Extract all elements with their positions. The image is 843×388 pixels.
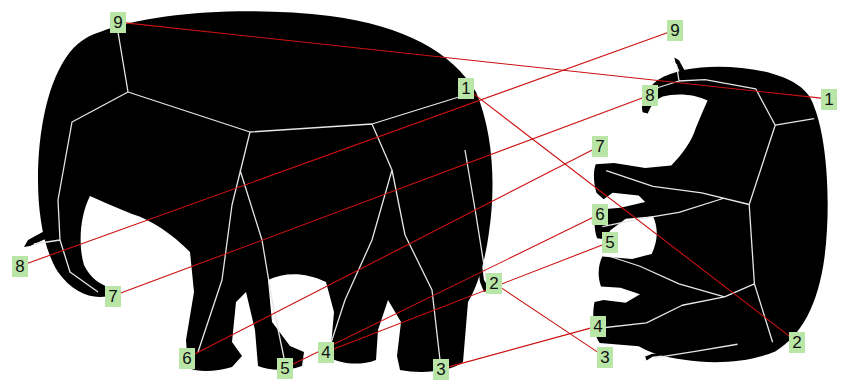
callout-number: 2 [792,333,801,352]
callout-number: 5 [605,233,614,252]
callout-number: 5 [280,359,289,378]
match-line [334,245,603,349]
callout-number: 4 [321,343,330,362]
left-elephant [24,11,493,372]
number-tag: 2 [789,332,804,353]
callout-number: 1 [824,90,833,109]
callout-number: 7 [108,287,117,306]
match-line [293,218,593,364]
number-tag: 6 [592,204,607,225]
callout-number: 1 [461,79,470,98]
number-tag: 8 [642,85,657,106]
match-line [121,98,643,293]
match-line [449,328,591,367]
callout-number: 9 [113,13,122,32]
callout-number: 8 [15,257,24,276]
callout-number: 3 [600,348,609,367]
callout-number: 9 [670,21,679,40]
number-tag: 6 [179,348,194,369]
number-tag: 1 [458,78,473,99]
callout-number: 3 [436,360,445,379]
match-line [474,94,790,336]
match-line [195,150,593,354]
number-tag: 3 [597,347,612,368]
number-tag: 8 [12,256,27,277]
callout-number: 8 [645,86,654,105]
number-tag: 1 [821,89,836,110]
match-line [28,33,668,263]
number-tag: 7 [592,136,607,157]
callout-number: 4 [593,317,602,336]
number-tag: 4 [318,342,333,363]
number-tag: 7 [105,286,120,307]
number-tag: 9 [667,20,682,41]
callout-number: 7 [595,137,604,156]
match-line [126,23,822,98]
callout-number: 2 [489,274,498,293]
number-tag: 2 [486,273,501,294]
number-tag: 4 [590,316,605,337]
callout-number: 6 [595,205,604,224]
number-tag: 5 [602,232,617,253]
match-line [502,288,598,352]
number-tag: 9 [110,12,125,33]
callout-number: 6 [182,349,191,368]
number-tag: 3 [433,359,448,380]
number-tag: 5 [277,358,292,379]
